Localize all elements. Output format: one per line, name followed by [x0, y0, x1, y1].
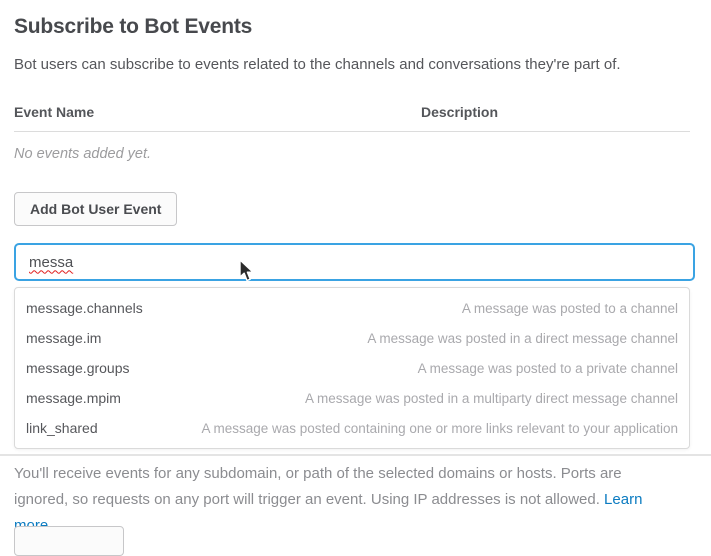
suggestion-item-message-groups[interactable]: message.groups A message was posted to a…: [15, 353, 689, 383]
add-bot-user-event-button[interactable]: Add Bot User Event: [14, 192, 178, 226]
suggestion-name: link_shared: [26, 420, 98, 436]
section-divider: [0, 454, 711, 456]
bot-events-settings-page: { "page": { "title": "Subscribe to Bot E…: [0, 15, 711, 556]
suggestion-item-message-channels[interactable]: message.channels A message was posted to…: [15, 293, 689, 323]
suggestion-name: message.groups: [26, 360, 130, 376]
column-header-description: Description: [421, 104, 499, 120]
page-title: Subscribe to Bot Events: [14, 15, 253, 38]
suggestion-description: A message was posted containing one or m…: [201, 420, 678, 436]
domains-help-body: You'll receive events for any subdomain,…: [14, 465, 622, 508]
suggestion-description: A message was posted in a direct message…: [367, 330, 678, 346]
empty-state-message: No events added yet.: [14, 146, 152, 162]
suggestion-item-link-shared[interactable]: link_shared A message was posted contain…: [15, 413, 689, 443]
event-search-value: messa: [29, 253, 74, 271]
event-suggestions-dropdown: message.channels A message was posted to…: [14, 287, 690, 449]
event-search-input[interactable]: messa: [14, 243, 695, 281]
partially-visible-button[interactable]: [14, 526, 124, 556]
suggestion-item-message-im[interactable]: message.im A message was posted in a dir…: [15, 323, 689, 353]
suggestion-item-message-mpim[interactable]: message.mpim A message was posted in a m…: [15, 383, 689, 413]
suggestion-name: message.mpim: [26, 390, 121, 406]
page-subtitle: Bot users can subscribe to events relate…: [14, 56, 621, 73]
suggestion-name: message.im: [26, 330, 102, 346]
suggestion-description: A message was posted to a private channe…: [417, 360, 678, 376]
domains-help-text: You'll receive events for any subdomain,…: [14, 461, 676, 539]
suggestion-name: message.channels: [26, 300, 143, 316]
suggestion-description: A message was posted in a multiparty dir…: [305, 390, 678, 406]
suggestion-description: A message was posted to a channel: [461, 300, 678, 316]
column-header-event-name: Event Name: [14, 104, 95, 120]
events-table-header: Event Name Description: [14, 104, 690, 132]
